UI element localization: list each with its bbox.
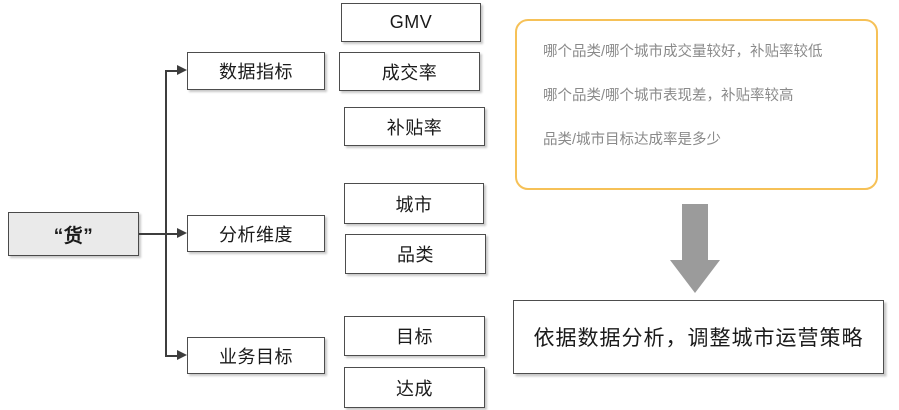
leaf-node-gmv-label: GMV: [389, 12, 433, 32]
connector-root-stub: [139, 233, 166, 235]
arrowhead-branch-1: [177, 65, 187, 75]
branch-node-metrics-label: 数据指标: [219, 62, 293, 82]
branch-node-dimensions[interactable]: 分析维度: [187, 215, 325, 252]
leaf-node-achievement-label: 达成: [396, 378, 433, 399]
branch-node-objectives[interactable]: 业务目标: [187, 337, 325, 374]
leaf-node-subsidy-rate-label: 补贴率: [386, 117, 443, 138]
question-line-1: 哪个品类/哪个城市成交量较好，补贴率较低: [543, 44, 823, 60]
flow-arrow-head: [670, 260, 720, 293]
connector-branch-3: [165, 355, 179, 357]
arrowhead-branch-2: [177, 228, 187, 238]
branch-node-dimensions-label: 分析维度: [219, 224, 293, 245]
leaf-node-category[interactable]: 品类: [345, 234, 486, 274]
leaf-node-conversion-rate-label: 成交率: [381, 62, 438, 83]
leaf-node-city-label: 城市: [395, 194, 433, 215]
leaf-node-target-label: 目标: [396, 327, 433, 347]
leaf-node-city[interactable]: 城市: [344, 183, 484, 224]
leaf-node-subsidy-rate[interactable]: 补贴率: [344, 107, 485, 146]
conclusion-box[interactable]: 依据数据分析，调整城市运营策略: [513, 300, 884, 374]
arrowhead-branch-3: [177, 350, 187, 360]
leaf-node-category-label: 品类: [397, 245, 434, 265]
question-line-3: 品类/城市目标达成率是多少: [543, 132, 722, 149]
branch-node-metrics[interactable]: 数据指标: [187, 52, 325, 90]
root-node-label: “货”: [53, 225, 94, 247]
connector-branch-1: [165, 70, 179, 72]
connector-trunk: [165, 70, 167, 355]
leaf-node-achievement[interactable]: 达成: [344, 367, 485, 408]
root-node-goods[interactable]: “货”: [8, 212, 139, 256]
question-line-2: 哪个品类/哪个城市表现差，补贴率较高: [543, 88, 794, 105]
flow-arrow-shaft: [682, 204, 708, 260]
leaf-node-gmv[interactable]: GMV: [341, 3, 481, 42]
leaf-node-target[interactable]: 目标: [344, 316, 485, 356]
branch-node-objectives-label: 业务目标: [219, 346, 293, 367]
flow-down-arrow: [670, 204, 720, 293]
connector-branch-2: [165, 233, 179, 235]
conclusion-label: 依据数据分析，调整城市运营策略: [533, 327, 864, 350]
leaf-node-conversion-rate[interactable]: 成交率: [339, 52, 480, 91]
questions-panel: 哪个品类/哪个城市成交量较好，补贴率较低 哪个品类/哪个城市表现差，补贴率较高 …: [515, 19, 878, 190]
